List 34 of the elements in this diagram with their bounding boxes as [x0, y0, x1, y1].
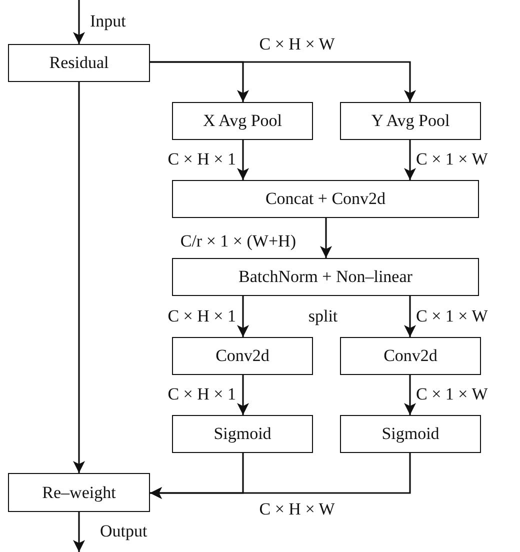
process-box: X Avg Pool [172, 102, 313, 140]
arrow [150, 453, 411, 499]
process-box: Sigmoid [340, 415, 481, 453]
edge-label: C × 1 × W [416, 386, 488, 404]
dimension-label: C × H × W [259, 500, 335, 520]
edge-label: C × 1 × W [416, 308, 488, 326]
arrow [404, 375, 416, 415]
process-box: Re–weight [8, 473, 150, 512]
process-box: Residual [8, 44, 150, 82]
process-box: Concat + Conv2d [172, 180, 479, 218]
edge-label: Input [90, 12, 126, 32]
edge-label: C × H × 1 [168, 150, 236, 170]
edge-label: C × H × 1 [168, 386, 236, 404]
arrow [237, 140, 249, 180]
arrow [237, 375, 249, 415]
arrow [320, 218, 332, 258]
process-box: Conv2d [340, 337, 481, 375]
edge-label: C × 1 × W [416, 150, 488, 170]
process-box: Conv2d [172, 337, 313, 375]
arrow [237, 296, 249, 337]
process-box: Sigmoid [172, 415, 313, 453]
edge-label: Output [100, 522, 148, 542]
dimension-label: C × H × W [259, 36, 335, 54]
arrow [73, 82, 85, 473]
process-box: Y Avg Pool [340, 102, 481, 140]
arrow [73, 0, 85, 44]
edge-label: C × H × 1 [168, 308, 236, 326]
edge-label: C/r × 1 × (W+H) [180, 232, 296, 252]
arrow [150, 61, 416, 102]
arrow [73, 512, 85, 552]
dimension-label: split [308, 308, 338, 326]
arrow [404, 140, 416, 180]
arrow [404, 296, 416, 337]
process-box: BatchNorm + Non–linear [172, 258, 479, 296]
